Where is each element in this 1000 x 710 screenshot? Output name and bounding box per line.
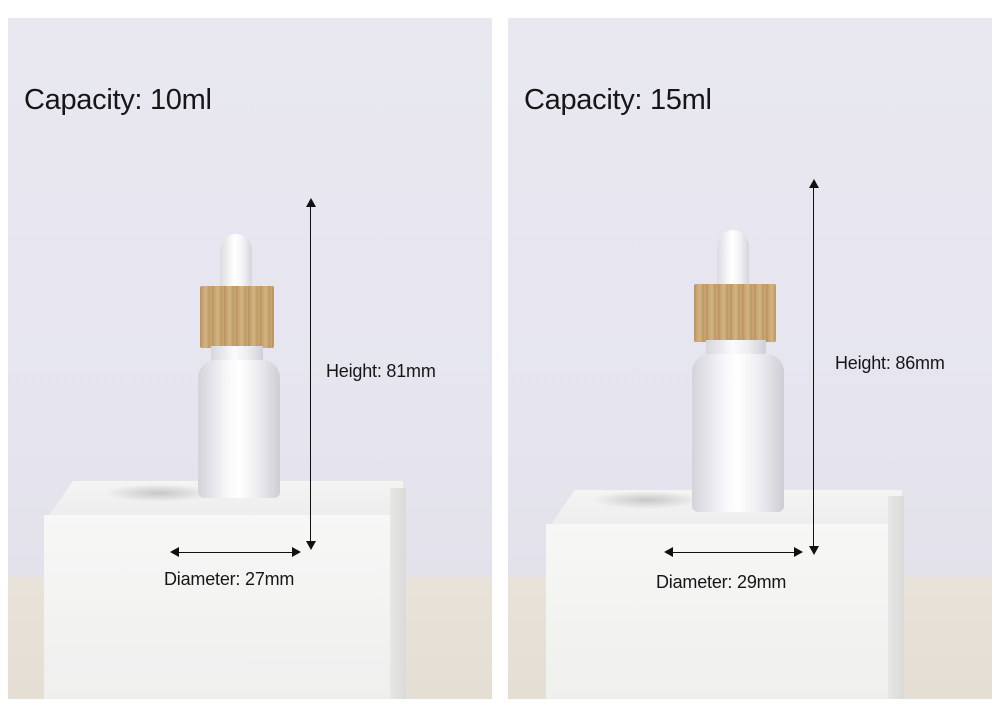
diameter-arrow-left <box>664 547 673 557</box>
capacity-label: Capacity: 15ml <box>524 84 712 116</box>
height-arrow-top <box>306 198 316 207</box>
bottle-neck <box>706 340 766 358</box>
height-arrow-bottom <box>809 546 819 555</box>
display-block-side <box>390 488 406 699</box>
diameter-arrow-left <box>170 547 179 557</box>
capacity-label: Capacity: 10ml <box>24 84 212 116</box>
height-line <box>310 205 311 545</box>
dropper-bulb <box>717 230 749 290</box>
height-label: Height: 86mm <box>835 353 945 373</box>
display-block <box>44 515 404 699</box>
height-arrow-bottom <box>306 541 316 550</box>
diameter-arrow-right <box>292 547 301 557</box>
panel-10ml: Capacity: 10ml Height: 81mm Diameter: 27… <box>8 18 492 699</box>
diameter-line <box>670 552 796 553</box>
diameter-line <box>176 552 294 553</box>
display-block-side <box>888 496 904 699</box>
bottle-shadow <box>104 484 214 502</box>
height-arrow-top <box>809 179 819 188</box>
panel-15ml: Capacity: 15ml Height: 86mm Diameter: 29… <box>508 18 992 699</box>
height-label: Height: 81mm <box>326 361 436 381</box>
bottle-body <box>198 360 280 498</box>
diameter-arrow-right <box>794 547 803 557</box>
bottle-neck <box>211 346 263 364</box>
diameter-label: Diameter: 27mm <box>164 569 295 589</box>
display-block <box>546 524 904 699</box>
bottle-shadow <box>592 491 702 509</box>
bamboo-cap <box>200 286 274 348</box>
height-line <box>813 186 814 550</box>
dropper-bulb <box>220 234 252 292</box>
bamboo-cap <box>694 284 776 342</box>
bottle-body <box>692 354 784 512</box>
diameter-label: Diameter: 29mm <box>656 572 787 592</box>
